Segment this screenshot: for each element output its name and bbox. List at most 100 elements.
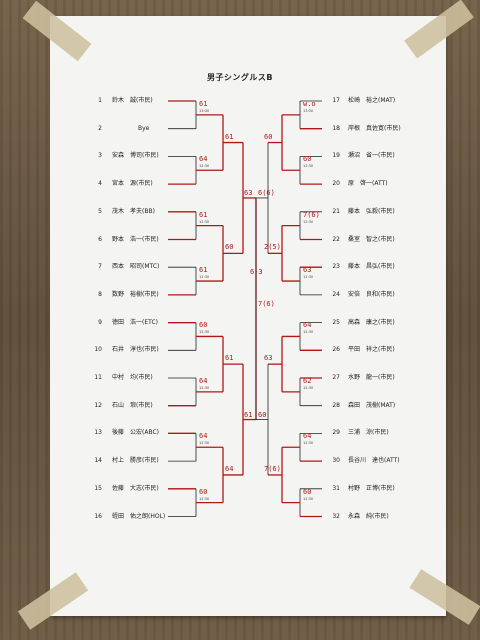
entry-number: 1 <box>98 97 102 104</box>
score-r2-right: 7(6) <box>264 464 281 473</box>
entry-number: 27 <box>332 374 340 381</box>
entry-name: 西本 昭司(MTC) <box>112 263 160 271</box>
right-entry-26: 26 平田 祥之(市民) <box>326 346 395 354</box>
score-r2-left: 64 <box>225 464 234 473</box>
entry-number: 26 <box>332 346 340 354</box>
match-time: 12:30 <box>303 219 314 224</box>
score-r1-left: 61 <box>199 266 208 275</box>
entry-number: 28 <box>332 401 340 409</box>
entry-name: Bye <box>138 124 150 132</box>
entry-number: 22 <box>332 235 340 243</box>
entry-name: 石井 淳也(市民) <box>112 346 159 354</box>
score-r1-left: 61 <box>199 210 208 219</box>
entry-number: 32 <box>332 512 340 520</box>
entry-name: 佐藤 大志(市民) <box>112 484 159 492</box>
entry-name: 野本 浩一(市民) <box>112 235 159 243</box>
entry-name: 茂木 孝夫(BB) <box>112 207 155 215</box>
score-r2-left: 61 <box>225 132 234 141</box>
entry-number: 24 <box>332 290 340 298</box>
entry-name: 数野 裕樹(市民) <box>112 290 159 298</box>
entry-name: 原 啓一(ATT) <box>348 180 388 188</box>
match-time: 12:30 <box>199 330 210 335</box>
match-time: 12:30 <box>303 385 314 390</box>
score-final: 6-3 <box>250 268 263 276</box>
match-time: 13:00 <box>303 108 314 113</box>
bracket-sheet <box>50 16 446 616</box>
score-r1-left: 60 <box>199 321 208 330</box>
entry-name: 松崎 裕之(MAT) <box>348 97 396 104</box>
match-time: 12:30 <box>199 496 210 501</box>
entry-number: 31 <box>332 484 340 492</box>
match-time: 12:30 <box>199 164 210 169</box>
entry-name: 平田 祥之(市民) <box>348 346 395 354</box>
entry-number: 5 <box>98 207 102 215</box>
score-r1-left: 64 <box>199 432 208 441</box>
right-entry-21: 21 藤本 弘毅(市民) <box>326 207 395 216</box>
entry-number: 15 <box>94 484 102 492</box>
entry-number: 6 <box>98 235 102 243</box>
entry-number: 29 <box>332 429 340 437</box>
entry-number: 13 <box>94 429 102 437</box>
entry-name: 村上 勝彦(市民) <box>112 457 159 465</box>
entry-number: 9 <box>98 318 102 326</box>
score-r1-right: w.o <box>303 99 316 108</box>
entry-name: 鈴木 誠(市民) <box>112 97 153 104</box>
match-time: 12:30 <box>199 441 210 446</box>
left-entry-4: 4 宮本 源(市民) <box>88 180 153 188</box>
entry-name: 水野 龍一(市民) <box>348 374 395 381</box>
right-entry-27: 27 水野 龍一(市民) <box>326 374 395 382</box>
left-entry-13: 13 後藤 公宏(ABC) <box>88 429 159 437</box>
score-r1-right: 64 <box>303 432 312 441</box>
entry-name: 長谷川 達也(ATT) <box>348 457 400 465</box>
entry-number: 30 <box>332 457 340 465</box>
entry-number: 4 <box>98 180 102 188</box>
left-entry-5: 5 茂木 孝夫(BB) <box>88 208 155 216</box>
match-time: 12:30 <box>199 385 210 390</box>
entry-name: 中村 均(市民) <box>112 374 153 381</box>
match-time: 12:30 <box>303 441 314 446</box>
entry-number: 11 <box>94 374 102 381</box>
entry-number: 20 <box>332 180 340 188</box>
left-entry-6: 6 野本 浩一(市民) <box>88 236 159 244</box>
score-r2-right: 60 <box>264 132 273 141</box>
entry-name: 藤本 弘毅(市民) <box>348 207 395 215</box>
score-r2-left: 60 <box>225 243 234 252</box>
entry-number: 14 <box>94 457 102 465</box>
entry-name: 岸根 真佐寛(市民) <box>348 124 401 132</box>
match-time: 12:30 <box>303 164 314 169</box>
match-time: 13:00 <box>199 108 210 113</box>
entry-number: 16 <box>94 512 102 520</box>
score-r2-right: 63 <box>264 354 273 363</box>
score-r3-left: 61 <box>244 410 253 419</box>
entry-name: 蛭田 佑之朗(HOL) <box>112 512 166 520</box>
entry-number: 23 <box>332 263 340 271</box>
score-r1-left: 64 <box>199 155 208 164</box>
entry-number: 21 <box>332 207 340 215</box>
score-r1-left: 64 <box>199 376 208 385</box>
entry-name: 瀬沼 省一(市民) <box>348 152 395 160</box>
entry-number: 10 <box>94 346 102 354</box>
entry-number: 3 <box>98 152 102 160</box>
entry-name: 後藤 公宏(ABC) <box>112 429 159 437</box>
entry-number: 19 <box>332 152 340 160</box>
score-r1-right: 7(6) <box>303 210 320 219</box>
score-r1-right: 60 <box>303 487 312 496</box>
entry-number: 25 <box>332 318 340 326</box>
score-r3-right: 60 <box>258 410 267 419</box>
entry-number: 2 <box>98 124 102 132</box>
score-r1-right: 63 <box>303 266 312 275</box>
left-entry-14: 14 村上 勝彦(市民) <box>88 457 159 465</box>
entry-number: 8 <box>98 290 102 298</box>
entry-name: 宮本 源(市民) <box>112 180 153 188</box>
score-r1-right: 62 <box>303 376 312 385</box>
entry-name: 高森 康之(市民) <box>348 318 395 326</box>
left-entry-2: 2 Bye <box>88 125 149 133</box>
